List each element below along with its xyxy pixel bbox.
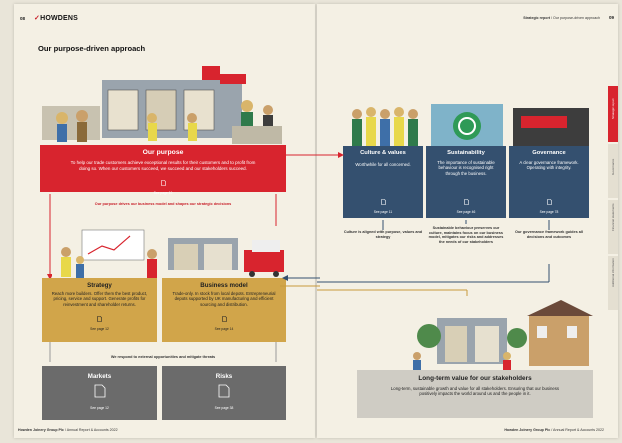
governance-box: Governance A clear governance framework.… [509, 146, 589, 218]
sustainability-heading: Sustainability [447, 150, 485, 156]
footer-right: Howden Joinery Group Plc / Annual Report… [504, 428, 604, 432]
long-term-value-box: Long-term value for our stakeholders Lon… [357, 370, 593, 418]
section-header: Strategic report / Our purpose-driven ap… [523, 16, 600, 20]
strategy-illustration [52, 226, 162, 278]
purpose-box: Our purpose To help our trade customers … [40, 145, 286, 195]
tab-financial-statements[interactable]: Financial statements [608, 200, 618, 254]
purpose-to-values-arrow [286, 152, 344, 158]
strategy-heading: Strategy [87, 282, 112, 289]
page-number-right: 09 [608, 15, 614, 20]
governance-see-link[interactable]: See page 78 [509, 192, 589, 214]
purpose-see-link[interactable]: See page 10 [40, 173, 286, 195]
right-page: Strategic report / Our purpose-driven ap… [317, 4, 618, 438]
depot-illustration [42, 66, 282, 146]
markets-box: Markets See page 12 [42, 366, 157, 420]
governance-heading: Governance [532, 150, 566, 156]
long-term-body: Long-term, sustainable growth and value … [390, 386, 560, 397]
document-icon [94, 384, 105, 398]
strategy-body: Reach more builders. Offer them the best… [51, 291, 148, 307]
document-icon [221, 316, 227, 322]
sustainability-note: Sustainable behaviour preserves our cult… [428, 226, 504, 245]
risks-see-link[interactable]: See page 38 [162, 384, 286, 410]
business-model-heading: Business model [200, 282, 248, 289]
howdens-logo: ✓HOWDENS [34, 15, 79, 22]
values-to-business-arrow [280, 275, 320, 287]
sustainability-box: Sustainability The importance of sustain… [426, 146, 506, 218]
culture-body: Worthwhile for all concerned. [355, 162, 411, 167]
purpose-heading: Our purpose [142, 149, 184, 156]
culture-see-link[interactable]: See page 11 [343, 192, 423, 214]
business-model-illustration [164, 226, 286, 278]
document-icon [380, 199, 386, 205]
document-icon [97, 316, 102, 322]
left-page: 08 ✓HOWDENS Our purpose-driven approach [14, 4, 315, 438]
strategy-see-link[interactable]: See page 12 [42, 309, 157, 331]
business-model-box: Business model Trade-only. In stock from… [162, 278, 286, 342]
culture-note: Culture is aligned with purpose, values … [343, 230, 423, 239]
tab-additional-information[interactable]: Additional information [608, 256, 618, 310]
sustainability-body: The importance of sustainable behaviour … [437, 160, 495, 176]
page-title: Our purpose-driven approach [38, 44, 146, 53]
business-model-body: Trade-only. In stock from local depots. … [172, 291, 276, 307]
document-icon [160, 180, 166, 187]
stakeholders-illustration [357, 296, 593, 370]
strategy-box: Strategy Reach more builders. Offer them… [42, 278, 157, 342]
risks-heading: Risks [215, 373, 233, 380]
governance-body: A clear governance framework. Operating … [519, 160, 579, 171]
business-model-see-link[interactable]: See page 14 [162, 309, 286, 331]
markets-see-link[interactable]: See page 12 [42, 384, 157, 410]
document-icon [218, 384, 230, 398]
respond-note: We respond to external opportunities and… [110, 355, 216, 359]
page-number-left: 08 [20, 16, 26, 21]
markets-heading: Markets [87, 373, 112, 380]
culture-heading: Culture & values [360, 150, 406, 156]
governance-note: Our governance framework guides all deci… [515, 230, 583, 239]
values-illustration [343, 98, 593, 148]
culture-box: Culture & values Worthwhile for all conc… [343, 146, 423, 218]
tab-governance[interactable]: Governance [608, 144, 618, 198]
document-icon [546, 199, 552, 205]
purpose-body: To help our trade customers achieve exce… [70, 160, 256, 171]
tab-strategic-report[interactable]: Strategic report [608, 86, 618, 142]
document-icon [463, 199, 469, 205]
long-term-heading: Long-term value for our stakeholders [418, 375, 532, 382]
drives-note: Our purpose drives our business model an… [94, 202, 232, 206]
sustainability-see-link[interactable]: See page 46 [426, 192, 506, 214]
risks-box: Risks See page 38 [162, 366, 286, 420]
footer-left: Howden Joinery Group Plc / Annual Report… [18, 428, 118, 432]
